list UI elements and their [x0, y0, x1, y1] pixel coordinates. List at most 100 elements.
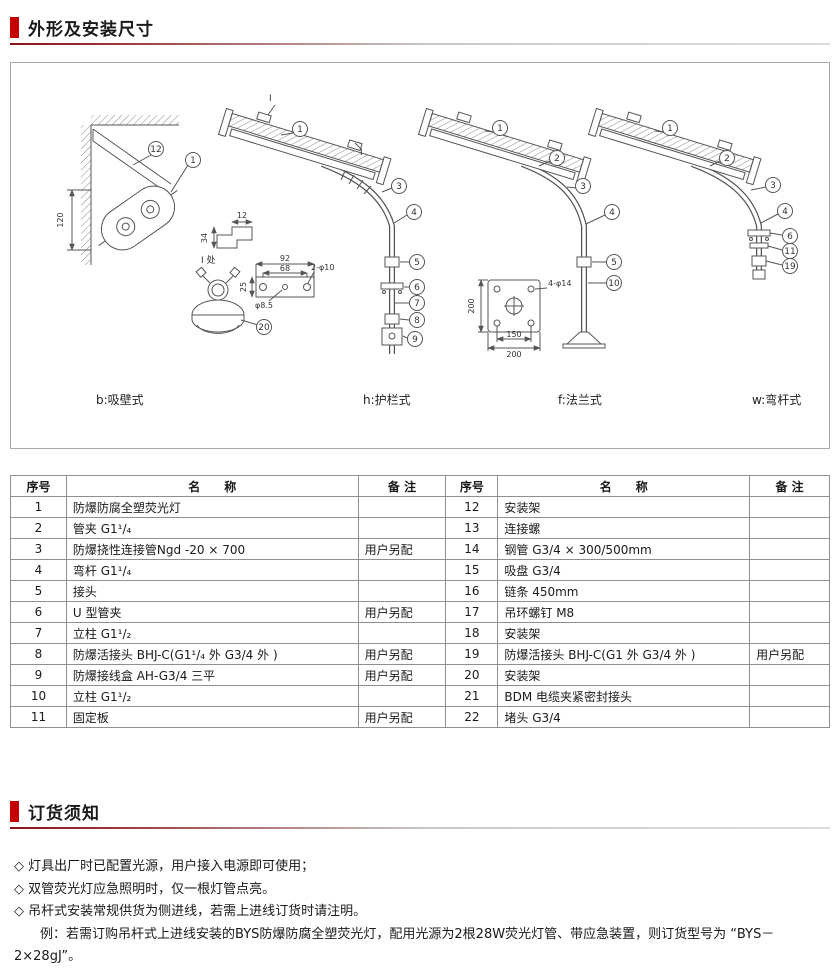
table-row: 12 安装架: [445, 496, 830, 518]
part-remark: 用户另配: [357, 664, 447, 686]
part-remark: 用户另配: [357, 601, 447, 623]
callout-d1: 1: [654, 120, 678, 136]
callout-b7-label: 7: [414, 299, 420, 309]
part-name: 接头: [65, 580, 359, 602]
callout-d3: 3: [750, 177, 781, 193]
callout-c3-label: 3: [580, 182, 586, 192]
col-header-remark: 备 注: [357, 475, 447, 497]
callout-c3: 3: [566, 178, 591, 194]
callout-c1: 1: [484, 120, 508, 136]
parts-table-left-body: 1 防爆防腐全塑荧光灯 2 管夹 G1¹/₄ 3 防爆挠性连接管Ngd -20 …: [10, 496, 447, 728]
part-remark: [749, 517, 830, 539]
callout-b4-label: 4: [411, 208, 417, 218]
part-no: 12: [445, 496, 499, 518]
dim-68: 68: [280, 264, 290, 273]
callout-b4: 4: [393, 204, 422, 224]
part-remark: [749, 601, 830, 623]
table-row: 8 防爆活接头 BHJ-C(G1¹/₄ 外 G3/4 外 ) 用户另配: [10, 643, 447, 665]
part-name: BDM 电缆夹紧密封接头: [497, 685, 751, 707]
parts-table-left: 序号 名 称 备 注 1 防爆防腐全塑荧光灯 2 管夹 G1¹/₄: [10, 475, 447, 728]
dim-25: 25: [239, 282, 248, 292]
part-remark: 用户另配: [357, 538, 447, 560]
callout-b5-label: 5: [414, 258, 420, 268]
callout-d4-label: 4: [782, 207, 788, 217]
callout-b6-label: 6: [414, 283, 420, 293]
table-row: 13 连接螺: [445, 517, 830, 539]
dim-phi8-5: φ8.5: [255, 301, 273, 310]
label-i-left: Ⅰ: [267, 94, 276, 116]
detail-section-i: 34 12 Ⅰ 处 92 68: [200, 211, 334, 310]
part-no: 11: [10, 706, 67, 728]
table-row: 2 管夹 G1¹/₄: [10, 517, 447, 539]
part-no: 2: [10, 517, 67, 539]
callout-c4-label: 4: [609, 208, 615, 218]
callout-c5-label: 5: [611, 258, 617, 268]
callout-20: 20: [240, 319, 272, 335]
part-no: 10: [10, 685, 67, 707]
part-no: 15: [445, 559, 499, 581]
callout-d11-label: 11: [784, 247, 795, 257]
part-no: 3: [10, 538, 67, 560]
part-name: U 型管夹: [65, 601, 359, 623]
part-no: 6: [10, 601, 67, 623]
red-square-marker: [10, 800, 19, 822]
dim-34: 34: [200, 233, 209, 243]
table-row: 19 防爆活接头 BHJ-C(G1 外 G3/4 外 ) 用户另配: [445, 643, 830, 665]
part-name: 防爆活接头 BHJ-C(G1¹/₄ 外 G3/4 外 ): [65, 643, 359, 665]
part-remark: [749, 706, 830, 728]
col-header-name: 名 称: [65, 475, 359, 497]
part-no: 20: [445, 664, 499, 686]
callout-d11: 11: [767, 243, 798, 259]
col-header-no: 序号: [445, 475, 499, 497]
dim-4xphi14: 4-φ14: [548, 279, 571, 288]
caption-bent-rod-mount: w:弯杆式: [752, 392, 801, 407]
lamp-end-view: [98, 185, 178, 251]
note-item-2: ◇ 双管荧光灯应急照明时，仅一根灯管点亮。: [14, 881, 276, 897]
callout-d2: 2: [709, 150, 735, 167]
part-remark: [749, 664, 830, 686]
dim-92: 92: [280, 254, 290, 263]
parts-table-right-head: 序号 名 称 备 注: [445, 475, 830, 497]
dim-120: 120: [56, 212, 65, 227]
technical-drawing: 120 12: [56, 94, 801, 407]
callout-b9: 9: [402, 331, 423, 347]
part-no: 22: [445, 706, 499, 728]
part-no: 5: [10, 580, 67, 602]
table-row: 22 堵头 G3/4: [445, 706, 830, 728]
header-row: 序号 名 称 备 注: [10, 475, 447, 497]
diagram-panel: 120 12: [10, 62, 830, 449]
col-header-name: 名 称: [497, 475, 751, 497]
callout-b1: 1: [280, 121, 308, 137]
callout-1a-label: 1: [190, 156, 196, 166]
part-remark: [357, 685, 447, 707]
callout-12: 12: [132, 141, 164, 166]
part-name: 防爆挠性连接管Ngd -20 × 700: [65, 538, 359, 560]
part-remark: [357, 622, 447, 644]
part-no: 16: [445, 580, 499, 602]
callout-d19-label: 19: [784, 262, 796, 272]
figure-bent-rod-mount: 1 2 3 4: [588, 102, 798, 280]
detail-i-title: Ⅰ 处: [201, 254, 216, 266]
section-header-ordering: 订货须知: [10, 798, 830, 824]
figure-wall-mount: 120 12: [56, 115, 334, 335]
figure-flange-mount: 1 2 3 4: [418, 102, 622, 359]
callout-d4: 4: [760, 203, 793, 224]
callout-b7: 7: [395, 295, 425, 311]
part-no: 13: [445, 517, 499, 539]
callout-c4: 4: [585, 204, 620, 225]
header-rule-top: [10, 43, 830, 45]
callout-c10: 10: [588, 275, 622, 291]
note-item-1: ◇ 灯具出厂时已配置光源，用户接入电源即可使用；: [14, 859, 315, 874]
part-remark: 用户另配: [357, 643, 447, 665]
part-name: 防爆防腐全塑荧光灯: [65, 496, 359, 518]
part-remark: [749, 559, 830, 581]
part-name: 堵头 G3/4: [497, 706, 751, 728]
figure-guardrail-mount: Ⅰ 1 Ⅰ 3 4: [218, 94, 425, 354]
part-name: 管夹 G1¹/₄: [65, 517, 359, 539]
part-name: 吊环螺钉 M8: [497, 601, 751, 623]
part-name: 安装架: [497, 496, 751, 518]
callout-1a: 1: [170, 152, 201, 193]
callout-12-label: 12: [150, 145, 161, 155]
part-no: 18: [445, 622, 499, 644]
part-no: 8: [10, 643, 67, 665]
